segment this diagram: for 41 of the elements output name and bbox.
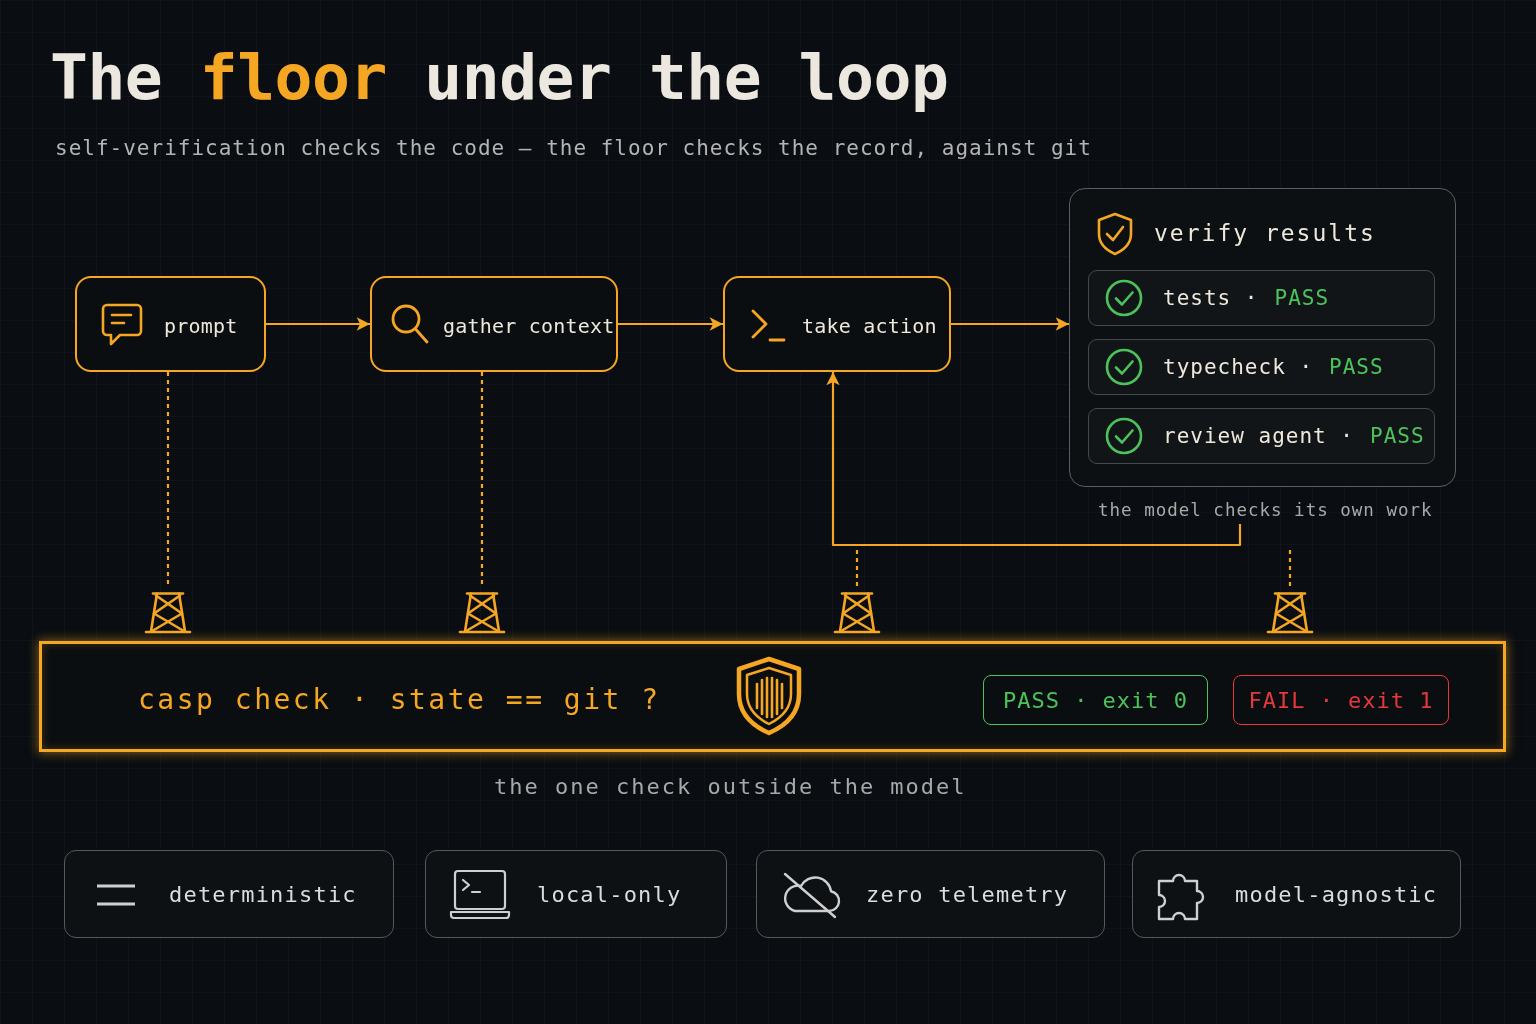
- step-label: gather context: [443, 314, 615, 338]
- dotted-line: [1288, 550, 1292, 587]
- results-panel: [1069, 188, 1456, 487]
- check-bar: [39, 641, 1506, 752]
- title: The floor under the loop: [50, 40, 949, 116]
- feature-card: [756, 850, 1105, 938]
- caption-text: the model checks its own work: [1098, 500, 1433, 521]
- arrow: [951, 317, 1069, 331]
- arrow: [618, 317, 723, 331]
- process-box: [370, 276, 618, 372]
- arrow: [266, 317, 370, 331]
- feature-label: model-agnostic: [1235, 881, 1438, 909]
- status-label: PASS: [1329, 355, 1384, 381]
- check-name: tests ·: [1163, 286, 1259, 312]
- feature-label: deterministic: [169, 881, 357, 909]
- dotted-line: [480, 372, 484, 587]
- dotted-line: [166, 372, 170, 587]
- check-name: review agent ·: [1163, 424, 1354, 450]
- caption-text: the one check outside the model: [494, 774, 967, 801]
- panel-heading: verify results: [1154, 220, 1376, 248]
- subtitle: self-verification checks the code — the floor checks the record, against git: [55, 136, 1092, 162]
- result-row: [1088, 408, 1435, 464]
- status-label: PASS: [1274, 286, 1330, 312]
- feature-label: local-only: [537, 881, 682, 909]
- command-text: casp check · state == git ?: [138, 682, 661, 717]
- result-row: [1088, 270, 1435, 326]
- step-label: take action: [802, 314, 937, 338]
- status-label: PASS: [1370, 424, 1425, 450]
- status-badge: PASS · exit 0: [983, 675, 1208, 725]
- feature-card: [425, 850, 727, 938]
- process-box: [75, 276, 266, 372]
- check-name: typecheck ·: [1163, 355, 1314, 381]
- step-label: prompt: [164, 314, 238, 338]
- process-box: [723, 276, 951, 372]
- status-badge: FAIL · exit 1: [1233, 675, 1449, 725]
- dotted-line: [855, 550, 859, 587]
- feature-label: zero telemetry: [866, 881, 1069, 909]
- result-row: [1088, 339, 1435, 395]
- arrow: [826, 372, 1242, 547]
- feature-card: [1132, 850, 1461, 938]
- feature-card: [64, 850, 394, 938]
